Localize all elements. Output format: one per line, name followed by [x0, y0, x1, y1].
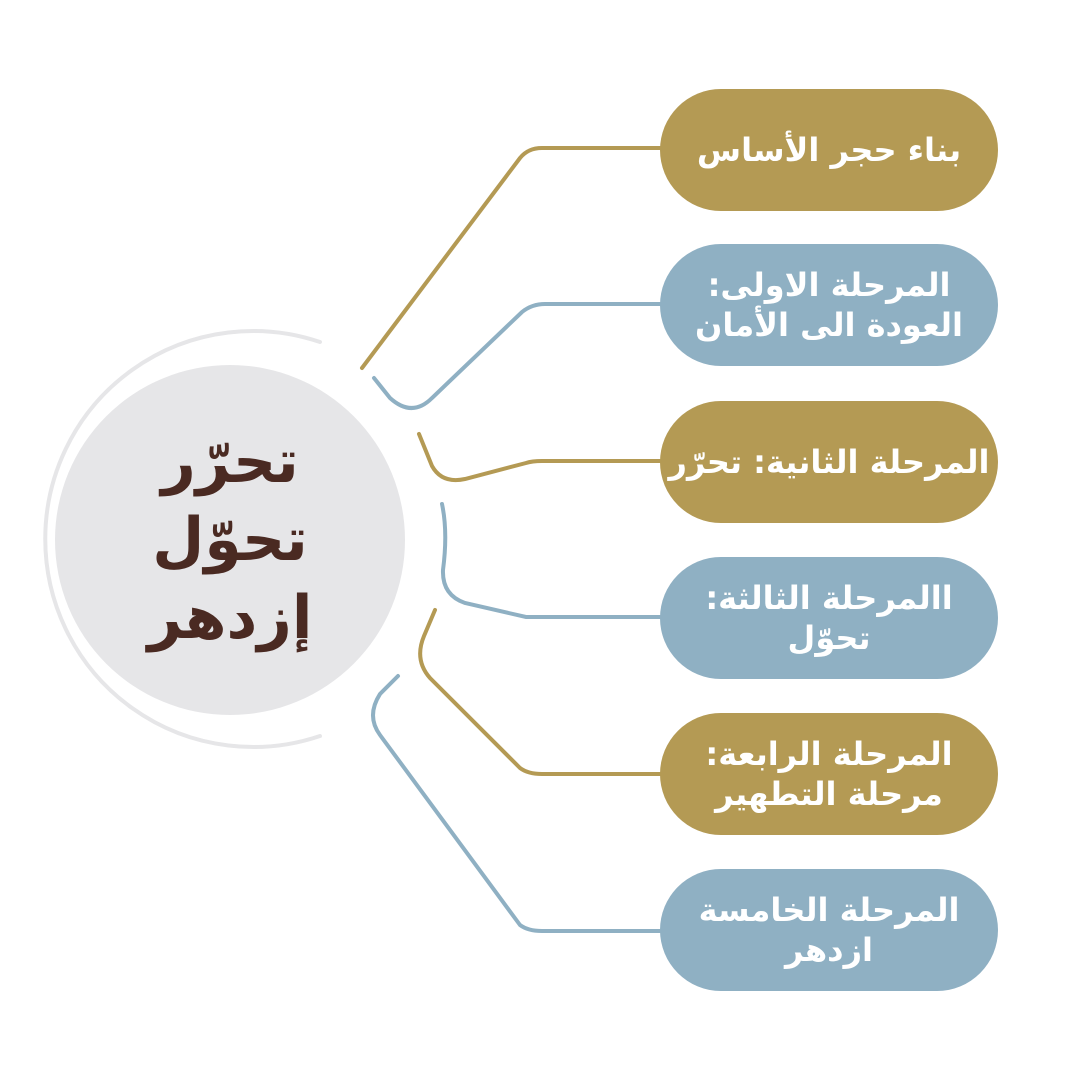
- connector-stage-3: [417, 432, 664, 483]
- center-line-2: تحوّل: [152, 505, 308, 575]
- stage-pill-label: العودة الى الأمان: [695, 306, 963, 344]
- stage-pill-5: المرحلة الخامسة ازدهر: [660, 869, 998, 991]
- stage-pill-label: المرحلة الرابعة:: [705, 735, 953, 773]
- stage-pill-1: المرحلة الاولى: العودة الى الأمان: [660, 244, 998, 366]
- stage-pill-label: المرحلة الخامسة: [698, 891, 960, 929]
- stage-pill-label: ازدهر: [785, 931, 873, 969]
- center-line-3: إزدهر: [147, 583, 313, 653]
- connector-stage-2: [372, 302, 664, 410]
- stage-pill-label: المرحلة الاولى:: [707, 266, 951, 304]
- stage-pill-foundation: بناء حجر الأساس: [660, 89, 998, 211]
- connector-stage-6: [371, 674, 664, 933]
- stage-pill-label: بناء حجر الأساس: [696, 131, 962, 169]
- stage-pill-label: مرحلة التطهير: [715, 775, 943, 813]
- center-title: تحرّر تحوّل إزدهر: [110, 405, 350, 675]
- connector-stage-1: [360, 146, 664, 370]
- stage-pill-label: االمرحلة الثالثة:: [705, 579, 953, 617]
- stage-pill-2: المرحلة الثانية: تحرّر: [660, 401, 998, 523]
- stage-pill-label: تحوّل: [787, 619, 871, 657]
- connector-stage-5: [418, 608, 664, 776]
- outer-ring-arc: [43, 329, 322, 749]
- center-line-1: تحرّر: [161, 427, 299, 497]
- stage-pill-3: االمرحلة الثالثة: تحوّل: [660, 557, 998, 679]
- connector-stage-4: [440, 502, 664, 619]
- center-circle: [55, 365, 405, 715]
- stage-pill-label: المرحلة الثانية: تحرّر: [668, 443, 990, 481]
- stage-pill-4: المرحلة الرابعة: مرحلة التطهير: [660, 713, 998, 835]
